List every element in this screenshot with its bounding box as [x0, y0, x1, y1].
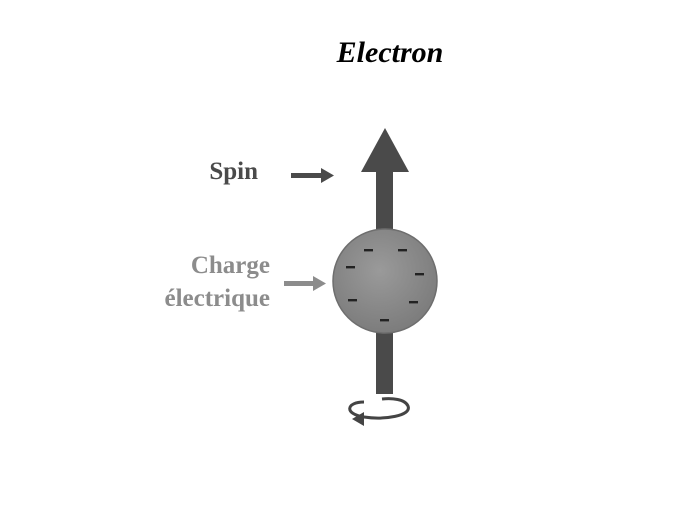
electron-sphere	[332, 228, 438, 334]
spin-axis-arrowhead	[361, 128, 409, 172]
spin-pointer-arrow	[291, 168, 334, 183]
diagram-title: Electron	[336, 36, 444, 69]
minus-sign-icon	[415, 273, 424, 276]
charge-label-line1: Charge	[190, 252, 270, 279]
minus-sign-icon	[348, 299, 357, 302]
charge-pointer-arrow	[284, 276, 326, 291]
charge-signs	[346, 249, 424, 322]
minus-sign-icon	[398, 249, 407, 252]
rotation-arrow-icon	[348, 397, 410, 426]
minus-sign-icon	[380, 319, 389, 322]
spin-label: Spin	[209, 158, 258, 185]
minus-sign-icon	[409, 301, 418, 304]
spin-axis-lower-shaft	[376, 328, 393, 394]
minus-sign-icon	[346, 266, 355, 269]
spin-axis-upper-shaft	[376, 170, 393, 236]
charge-label-line2: électrique	[164, 285, 270, 312]
charge-label: Charge électrique	[120, 249, 270, 315]
minus-sign-icon	[364, 249, 373, 252]
